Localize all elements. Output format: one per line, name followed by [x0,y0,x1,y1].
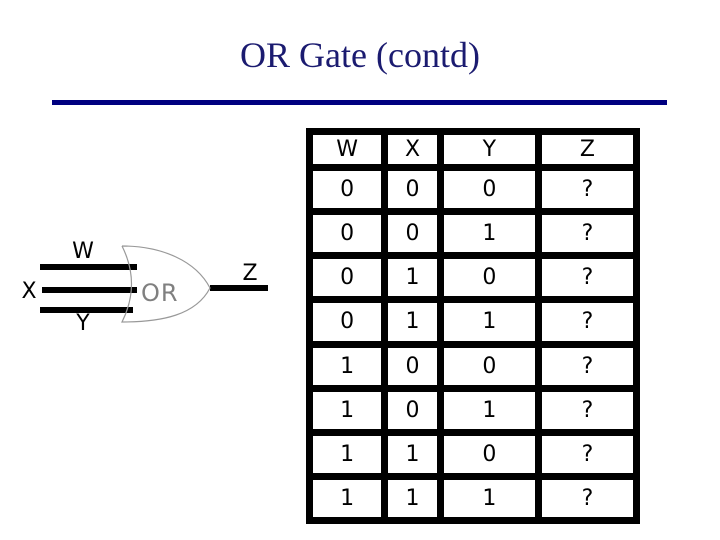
table-cell: 1 [381,296,444,348]
input-label-y: Y [75,311,90,336]
table-cell: ? [534,296,641,348]
or-gate-shape-icon [121,245,211,323]
table-cell: 0 [436,163,542,216]
input-label-w: W [72,239,94,264]
column-header-z: Z [534,128,641,171]
table-cell: 1 [436,472,542,525]
truth-table-header-row: W X Y Z [305,128,641,171]
table-cell: 0 [305,208,389,260]
column-header-x: X [381,128,444,171]
input-label-x: X [21,279,36,304]
table-cell: 0 [305,296,389,348]
table-cell: 1 [436,384,542,436]
table-cell: 0 [436,252,542,304]
table-cell: ? [534,340,641,392]
table-cell: 0 [381,384,444,436]
table-cell: 0 [381,163,444,216]
or-gate-diagram: W X Y Z OR [21,239,268,336]
table-cell: ? [534,384,641,436]
output-label-z: Z [242,261,257,286]
table-cell: ? [534,472,641,525]
column-header-y: Y [436,128,542,171]
table-cell: 1 [381,428,444,480]
table-cell: 0 [436,428,542,480]
table-cell: 1 [436,296,542,348]
table-cell: 0 [381,340,444,392]
table-cell: 0 [436,340,542,392]
table-cell: ? [534,428,641,480]
table-cell: 1 [305,428,389,480]
table-cell: 0 [305,163,389,216]
table-cell: 1 [436,208,542,260]
table-cell: 1 [381,252,444,304]
table-cell: 1 [305,384,389,436]
title-divider-rule [52,100,667,105]
table-cell: 0 [305,252,389,304]
table-cell: 0 [381,208,444,260]
table-cell: ? [534,163,641,216]
gate-label: OR [141,279,179,307]
slide-title: OR Gate (contd) [240,35,480,75]
table-cell: ? [534,252,641,304]
table-cell: 1 [305,340,389,392]
column-header-w: W [305,128,389,171]
table-cell: 1 [305,472,389,525]
table-cell: 1 [381,472,444,525]
table-cell: ? [534,208,641,260]
